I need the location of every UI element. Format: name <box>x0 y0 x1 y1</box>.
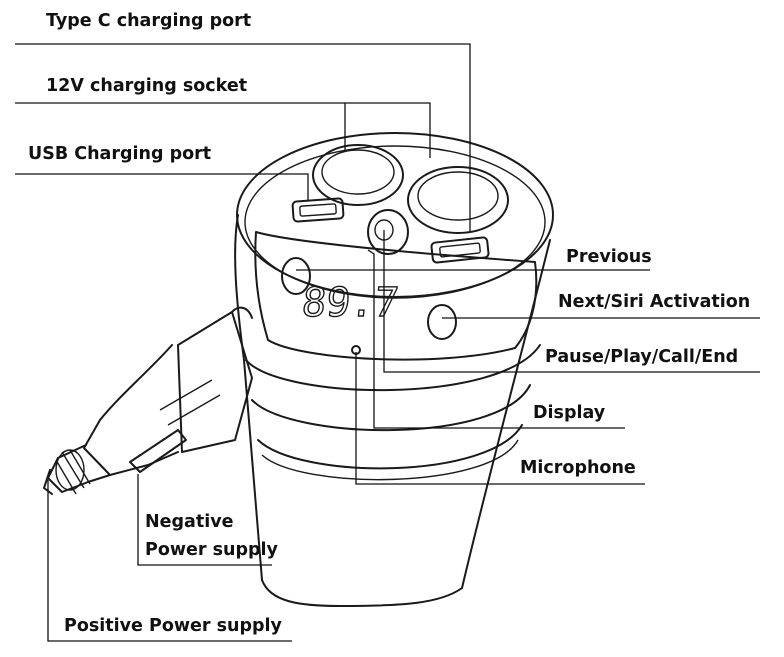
next-siri-label: Next/Siri Activation <box>558 292 751 312</box>
negative-label-line2: Power supply <box>145 540 278 560</box>
display-readout: 89.7 <box>300 280 401 326</box>
cylinder-body <box>234 132 554 607</box>
car-plug <box>43 306 253 495</box>
front-panel: 89.7 <box>254 231 538 361</box>
previous-label: Previous <box>566 247 652 267</box>
type-c-port-label: Type C charging port <box>46 11 252 31</box>
display-label: Display <box>533 403 606 423</box>
usb-port-label: USB Charging port <box>28 144 212 164</box>
12v-socket-label: 12V charging socket <box>46 76 248 96</box>
top-face <box>291 144 509 264</box>
negative-label-line1: Negative <box>145 512 234 532</box>
microphone-label: Microphone <box>520 458 636 478</box>
positive-label: Positive Power supply <box>64 616 282 636</box>
leader-lines <box>15 43 760 642</box>
pause-play-label: Pause/Play/Call/End <box>545 347 739 367</box>
